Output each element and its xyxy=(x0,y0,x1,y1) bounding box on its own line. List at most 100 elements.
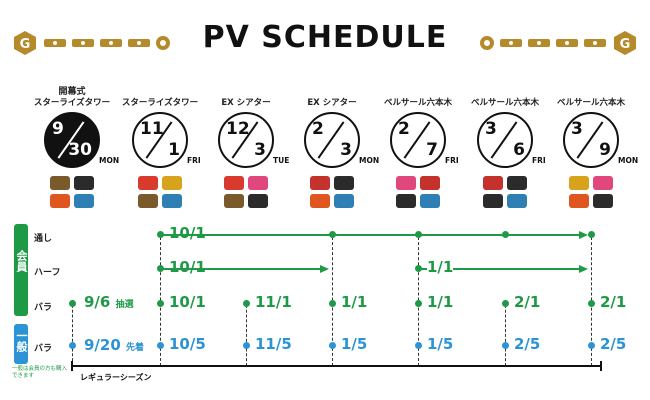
member-bara-date: 1/1 xyxy=(341,293,368,311)
date-day: 7 xyxy=(426,140,438,160)
row-label-bara-member: バラ xyxy=(34,303,53,313)
team-logo-icon xyxy=(593,194,613,208)
date-month: 11 xyxy=(140,119,164,139)
general-note: 一般は会員の方も購入できます xyxy=(12,366,68,380)
team-logo-icon xyxy=(420,176,440,190)
timeline-divider xyxy=(332,232,333,366)
sale-dot xyxy=(157,342,164,349)
general-section-label: 一般 xyxy=(14,324,28,364)
ornament-left-icon xyxy=(44,36,170,50)
team-logo-icon xyxy=(569,194,589,208)
timeline-divider xyxy=(72,300,73,366)
team-logo-icon xyxy=(334,194,354,208)
team-logo-icon xyxy=(396,194,416,208)
half-sale-date-2: 1/1 xyxy=(427,258,454,276)
day-of-week: MON xyxy=(359,156,380,165)
general-bara-date: 1/5 xyxy=(427,335,454,353)
general-bara-date: 2/5 xyxy=(514,335,541,353)
date-day: 9 xyxy=(599,140,611,160)
member-bara-date: 2/1 xyxy=(514,293,541,311)
venue-label: EX シアター xyxy=(307,98,357,108)
venue-label: ベルサール六本木 xyxy=(556,98,625,108)
sale-dot xyxy=(329,231,336,238)
ornament-right-icon xyxy=(480,36,606,50)
tooshi-sale-date: 10/1 xyxy=(169,224,206,242)
team-logo-icon xyxy=(138,194,158,208)
opener-label: 開幕式 xyxy=(58,87,86,97)
row-label-half: ハーフ xyxy=(34,268,61,278)
sale-dot xyxy=(69,300,76,307)
date-month: 2 xyxy=(398,119,410,139)
date-month: 12 xyxy=(226,119,250,139)
date-month: 9 xyxy=(52,119,64,139)
member-bara-date: 1/1 xyxy=(427,293,454,311)
day-of-week: MON xyxy=(99,156,120,165)
team-logo-icon xyxy=(593,176,613,190)
sale-dot xyxy=(329,300,336,307)
venue-label: ベルサール六本木 xyxy=(470,98,539,108)
half-sale-date-1: 10/1 xyxy=(169,258,206,276)
date-month: 2 xyxy=(312,119,324,139)
page-title: PV SCHEDULE xyxy=(202,20,448,55)
league-logo-left-icon: G xyxy=(14,31,36,55)
team-logo-icon xyxy=(483,194,503,208)
team-logo-icon xyxy=(224,194,244,208)
day-of-week: FRI xyxy=(445,156,459,165)
venue-label: EX シアター xyxy=(221,98,271,108)
timeline-divider xyxy=(246,300,247,366)
member-section-label: 会員 xyxy=(14,224,28,316)
arrow-icon xyxy=(320,265,329,273)
svg-text:G: G xyxy=(620,37,631,52)
team-logo-icon xyxy=(50,194,70,208)
sale-range-line xyxy=(160,234,583,236)
member-bara-date: 11/1 xyxy=(255,293,292,311)
svg-text:G: G xyxy=(20,37,31,52)
opener-label xyxy=(536,84,646,96)
venue-label: ベルサール六本木 xyxy=(383,98,452,108)
general-bara-date: 10/5 xyxy=(169,335,206,353)
day-of-week: TUE xyxy=(273,156,290,165)
team-logo-icon xyxy=(483,176,503,190)
date-day: 6 xyxy=(513,140,525,160)
sale-dot xyxy=(415,342,422,349)
general-bara-date: 2/5 xyxy=(600,335,627,353)
arrow-icon xyxy=(579,231,588,239)
header: G PV SCHEDULE G xyxy=(0,0,650,70)
date-day: 3 xyxy=(340,140,352,160)
sale-dot xyxy=(502,342,509,349)
team-logo-icon xyxy=(334,176,354,190)
date-day: 3 xyxy=(254,140,266,160)
team-logo-icon xyxy=(420,194,440,208)
date-day: 1 xyxy=(168,140,180,160)
team-logo-icon xyxy=(569,176,589,190)
sale-dot xyxy=(157,300,164,307)
date-month: 3 xyxy=(571,119,583,139)
team-logo-icon xyxy=(138,176,158,190)
team-logo-icon xyxy=(162,194,182,208)
sale-dot xyxy=(243,300,250,307)
timeline-divider xyxy=(591,232,592,366)
general-bara-date: 11/5 xyxy=(255,335,292,353)
team-logo-icon xyxy=(396,176,416,190)
general-bara-date: 1/5 xyxy=(341,335,368,353)
sale-dot xyxy=(329,342,336,349)
day-of-week: FRI xyxy=(532,156,546,165)
regular-season-line xyxy=(72,365,602,367)
row-label-bara-general: バラ xyxy=(34,344,53,354)
general-first-come-date: 9/20 先着 xyxy=(84,336,145,354)
row-label-tooshi: 通し xyxy=(34,234,53,244)
sale-dot xyxy=(588,342,595,349)
season-start-cap xyxy=(71,361,73,371)
date-month: 3 xyxy=(485,119,497,139)
venue-label: スターライズタワー xyxy=(33,98,111,108)
